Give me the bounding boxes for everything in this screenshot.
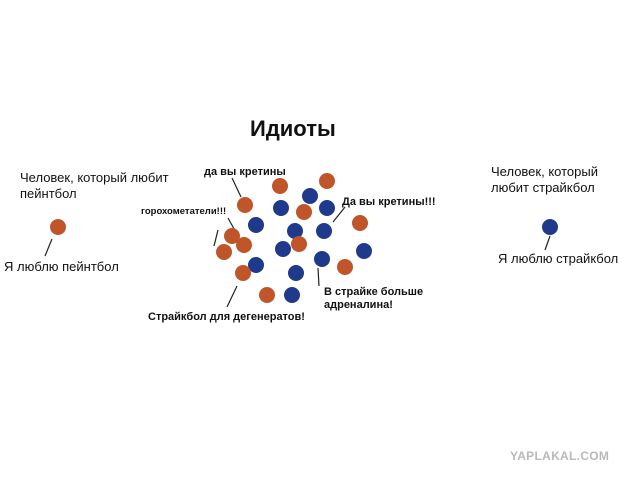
crowd-paintballer-dot-21: [235, 265, 251, 281]
crowd-paintballer-dot-7: [296, 204, 312, 220]
crowd-paintballer-dot-20: [337, 259, 353, 275]
airsoft-statement: Я люблю страйкбол: [498, 251, 619, 266]
crowd-paintballer-dot-2: [272, 178, 288, 194]
crowd-insult-adrenaline: В страйке больше адреналина!: [324, 286, 424, 311]
crowd-airsofter-dot-18: [248, 257, 264, 273]
lone-paintballer-dot: [50, 219, 66, 235]
airsoft-person-label: Человек, который любит страйкбол: [491, 164, 598, 195]
crowd-airsofter-dot-16: [356, 243, 372, 259]
cretins-left-pointer: [231, 177, 242, 198]
crowd-insult-degenerates: Страйкбол для дегенератов!: [148, 311, 305, 323]
paintball-statement-pointer: [44, 238, 53, 257]
crowd-paintballer-dot-8: [352, 215, 368, 231]
crowd-paintballer-dot-23: [259, 287, 275, 303]
paintball-statement: Я люблю пейнтбол: [4, 259, 119, 274]
watermark: YAPLAKAL.COM: [510, 449, 610, 463]
crowd-airsofter-dot-19: [314, 251, 330, 267]
crowd-airsofter-dot-11: [316, 223, 332, 239]
airsoft-statement-pointer: [544, 235, 551, 251]
crowd-paintballer-dot-15: [291, 236, 307, 252]
crowd-paintballer-dot-13: [236, 237, 252, 253]
pea-shooters-pointer-1: [213, 229, 219, 247]
people-dots: [50, 173, 558, 303]
pointer-lines: [44, 177, 551, 308]
crowd-airsofter-dot-14: [275, 241, 291, 257]
crowd-airsofter-dot-22: [288, 265, 304, 281]
degenerates-pointer: [226, 285, 238, 308]
diagram-title: Идиоты: [250, 116, 336, 141]
crowd-airsofter-dot-10: [287, 223, 303, 239]
lone-airsofter-dot: [542, 219, 558, 235]
crowd-airsofter-dot-24: [284, 287, 300, 303]
crowd-insult-cretins-left: да вы кретины: [204, 166, 286, 178]
adrenaline-pointer: [317, 267, 320, 287]
crowd-airsofter-dot-5: [273, 200, 289, 216]
cretins-right-pointer: [332, 206, 346, 223]
crowd-insult-cretins-right: Да вы кретины!!!: [342, 196, 436, 208]
crowd-paintballer-dot-12: [224, 228, 240, 244]
crowd-airsofter-dot-6: [319, 200, 335, 216]
crowd-paintballer-dot-4: [237, 197, 253, 213]
crowd-airsofter-dot-9: [248, 217, 264, 233]
paintball-person-label: Человек, который любит пейнтбол: [20, 170, 169, 201]
crowd-paintballer-dot-17: [216, 244, 232, 260]
crowd-paintballer-dot-1: [319, 173, 335, 189]
crowd-airsofter-dot-3: [302, 188, 318, 204]
crowd-insult-pea-shooters: горохометатели!!!: [141, 206, 227, 217]
